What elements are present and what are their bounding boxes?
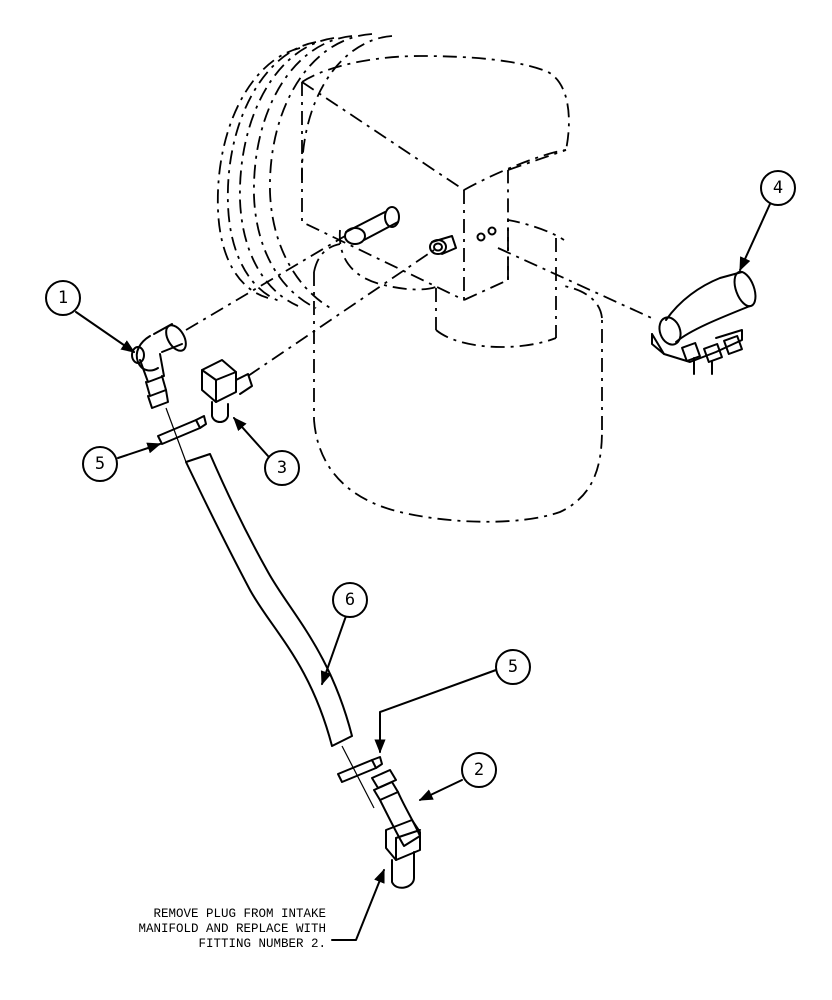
leader-1-to-body: [185, 235, 346, 331]
component-1-elbow: [131, 323, 187, 409]
callout-5-upper: 5: [82, 446, 118, 482]
body-ports: [344, 206, 497, 255]
note-line-3: FITTING NUMBER 2.: [198, 937, 326, 951]
callout-2: 2: [461, 752, 497, 788]
svg-text:5: 5: [508, 657, 518, 677]
svg-text:2: 2: [474, 760, 484, 780]
svg-text:1: 1: [58, 288, 68, 308]
note-line-2: MANIFOLD AND REPLACE WITH: [138, 922, 326, 936]
note-line-1: REMOVE PLUG FROM INTAKE: [153, 907, 326, 921]
svg-text:3: 3: [277, 458, 287, 478]
svg-text:5: 5: [95, 454, 105, 474]
callout-1: 1: [45, 280, 81, 316]
leader-3-to-body: [247, 249, 435, 377]
leader-4-to-body: [497, 247, 657, 321]
callout-3: 3: [264, 450, 300, 486]
svg-text:6: 6: [345, 590, 355, 610]
callout-4: 4: [760, 170, 796, 206]
component-4-solenoid: [651, 270, 757, 375]
component-5-barb-upper: [157, 415, 207, 445]
component-5-barb-lower: [337, 756, 383, 783]
component-2-fitting: [371, 769, 421, 889]
component-3-elbow: [201, 359, 253, 423]
component-6-hose: [165, 407, 375, 809]
svg-text:4: 4: [773, 178, 783, 198]
callout-leaders: [75, 203, 771, 941]
engine-body: [216, 33, 603, 523]
callout-6: 6: [332, 582, 368, 618]
callout-5-lower: 5: [495, 649, 531, 685]
